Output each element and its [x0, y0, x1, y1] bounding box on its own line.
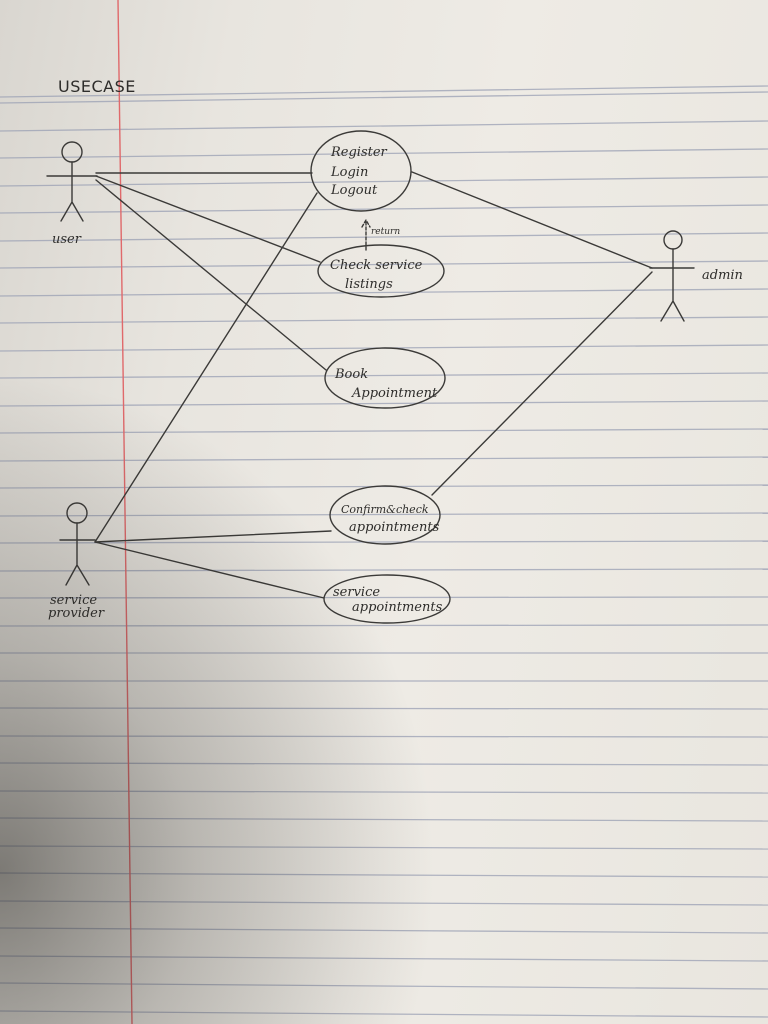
- usecase-service-line2: appointments: [352, 600, 443, 615]
- return-label: return: [371, 227, 400, 237]
- edge-sp-confirm: [94, 530, 332, 543]
- ruled-lines: [0, 85, 768, 1018]
- actor-service-provider-label-2: provider: [48, 606, 105, 621]
- usecase-service-appointments: service appointments: [323, 574, 451, 624]
- usecase-check-listings-line1: Check service: [330, 258, 423, 273]
- edge-admin-confirm: [431, 271, 653, 496]
- usecase-confirm-check-appointments: Confirm&check appointments: [329, 485, 441, 545]
- usecase-confirm-line2: appointments: [349, 520, 440, 535]
- usecase-register-line: Register: [330, 145, 388, 160]
- edge-admin-register: [411, 171, 653, 269]
- usecase-confirm-line1: Confirm&check: [341, 503, 429, 516]
- usecase-check-service-listings: Check service listings: [317, 244, 445, 298]
- usecase-book-appointment: Book Appointment: [324, 347, 446, 409]
- usecase-register-login-logout: Register Login Logout: [310, 130, 412, 212]
- usecase-book-line2: Appointment: [351, 386, 438, 401]
- edge-user-check-listings: [95, 175, 321, 263]
- usecase-check-listings-line2: listings: [345, 277, 393, 292]
- actor-user: [46, 141, 98, 222]
- usecase-book-line1: Book: [334, 367, 368, 382]
- margin-line: [117, 0, 133, 1024]
- actor-admin-label: admin: [702, 268, 743, 283]
- usecase-service-line1: service: [333, 585, 380, 600]
- usecase-logout-line: Logout: [330, 183, 378, 198]
- edge-user-book: [95, 179, 327, 371]
- diagram-title: USECASE: [58, 77, 136, 96]
- usecase-login-line: Login: [330, 165, 368, 180]
- edge-sp-register: [94, 192, 318, 543]
- actor-user-label: user: [52, 232, 82, 247]
- actor-admin: [649, 230, 695, 322]
